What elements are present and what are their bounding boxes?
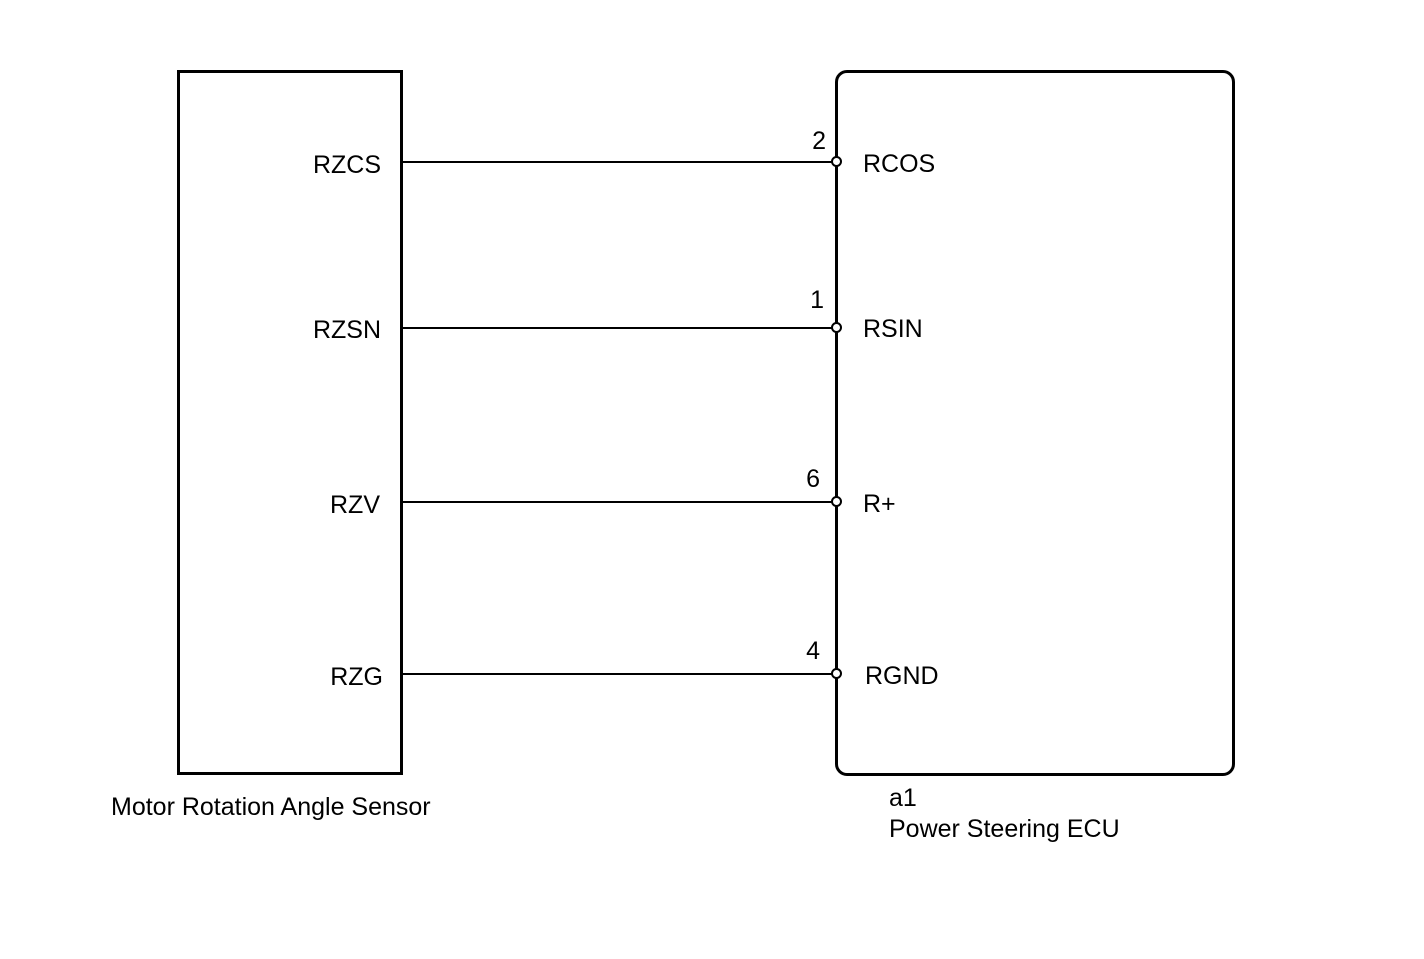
sensor-terminal-rzcs: RZCS (312, 151, 381, 179)
ecu-terminal-rsin: RSIN (863, 315, 923, 343)
ecu-terminal-rgnd: RGND (865, 662, 939, 690)
ecu-caption: Power Steering ECU (889, 815, 1120, 843)
connector-pin-1 (831, 322, 842, 333)
power-steering-ecu-box (835, 70, 1235, 776)
wire-rzsn-rsin (403, 327, 837, 329)
ecu-terminal-rplus: R+ (863, 490, 896, 518)
ecu-terminal-rcos: RCOS (863, 150, 936, 178)
motor-rotation-angle-sensor-box (177, 70, 403, 775)
sensor-terminal-rzsn: RZSN (312, 316, 381, 344)
pin-number-4: 4 (806, 637, 820, 665)
connector-pin-2 (831, 156, 842, 167)
ecu-code: a1 (889, 784, 917, 812)
connector-pin-4 (831, 668, 842, 679)
wire-rzg-rgnd (403, 673, 837, 675)
pin-number-6: 6 (806, 465, 820, 493)
sensor-caption: Motor Rotation Angle Sensor (111, 793, 431, 821)
pin-number-1: 1 (810, 286, 824, 314)
sensor-terminal-rzv: RZV (330, 491, 380, 519)
pin-number-2: 2 (812, 127, 826, 155)
wire-rzcs-rcos (403, 161, 837, 163)
wire-rzv-rplus (403, 501, 837, 503)
connector-pin-6 (831, 496, 842, 507)
sensor-terminal-rzg: RZG (330, 663, 383, 691)
